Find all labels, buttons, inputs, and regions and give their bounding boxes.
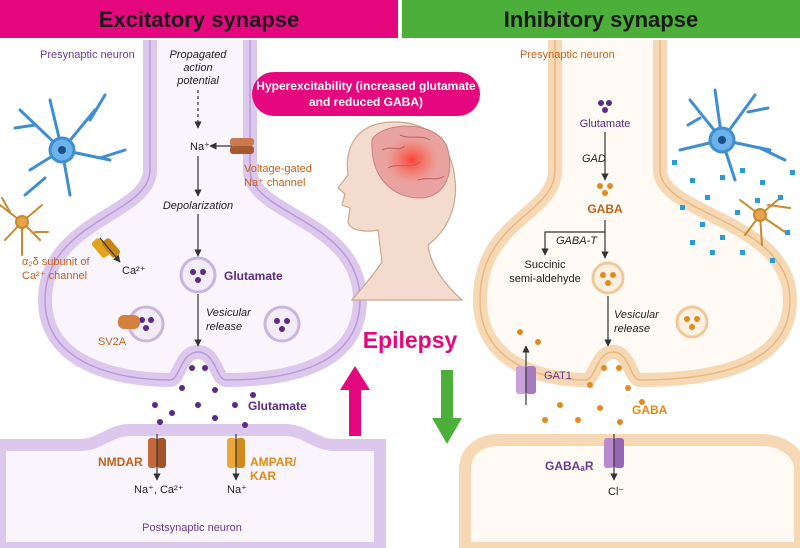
released-gaba-particles bbox=[672, 160, 795, 263]
ca-ion-label: Ca²⁺ bbox=[122, 265, 146, 277]
released-glutamate bbox=[152, 365, 256, 428]
propagated-label-1: Propagated bbox=[170, 49, 228, 61]
exc-postsynaptic-label: Postsynaptic neuron bbox=[142, 522, 242, 534]
banner-line-2: and reduced GABA) bbox=[309, 95, 423, 109]
succinic-label-2: semi-aldehyde bbox=[509, 273, 581, 285]
glutamate-vesicle-label: Glutamate bbox=[224, 269, 283, 283]
glutamate-cleft-label: Glutamate bbox=[248, 399, 307, 413]
gat1-transporter-icon bbox=[516, 366, 536, 394]
nmdar-ions-label: Na⁺, Ca²⁺ bbox=[134, 484, 184, 496]
ca-influx-arrow bbox=[99, 237, 121, 263]
excitatory-postsynaptic-membrane bbox=[0, 424, 386, 548]
nmdar-label: NMDAR bbox=[98, 455, 143, 469]
orange-neuron-icon-right bbox=[739, 197, 791, 246]
glutamate-molecule bbox=[598, 100, 612, 113]
nmdar-receptor-icon bbox=[148, 438, 166, 468]
cl-ion-label: Cl⁻ bbox=[608, 486, 624, 498]
a2d-label-1: α₂δ subunit of bbox=[22, 256, 90, 268]
glutamate-vesicle-main bbox=[179, 256, 217, 294]
propagated-label-2: action bbox=[183, 62, 212, 74]
glutamate-vesicle-right bbox=[263, 305, 301, 343]
ampar-ion-label: Na⁺ bbox=[227, 484, 247, 496]
sv2a-vesicle bbox=[118, 305, 165, 343]
ampar-label-2: KAR bbox=[250, 469, 276, 483]
inhibitory-header: Inhibitory synapse bbox=[402, 0, 800, 38]
ampar-receptor-icon bbox=[227, 438, 245, 468]
vg-channel-label-1: Voltage-gated bbox=[244, 163, 312, 175]
inh-glutamate-label: Glutamate bbox=[580, 118, 631, 130]
gad-label: GAD bbox=[582, 153, 606, 165]
ca-channel-icon bbox=[91, 238, 121, 258]
depolarization-label: Depolarization bbox=[163, 200, 233, 212]
gaba-molecule bbox=[597, 183, 613, 196]
a2d-label-2: Ca²⁺ channel bbox=[22, 270, 87, 282]
sv2a-label: SV2A bbox=[98, 336, 127, 348]
ampar-label-1: AMPAR/ bbox=[250, 455, 297, 469]
hyperexcitability-banner: Hyperexcitability (increased glutamate a… bbox=[252, 72, 480, 116]
excitatory-title: Excitatory synapse bbox=[99, 7, 300, 32]
exc-vesicular-label-1: Vesicular bbox=[206, 307, 252, 319]
released-gaba bbox=[517, 329, 645, 425]
gaba-label-top: GABA bbox=[587, 202, 623, 216]
excitatory-header: Excitatory synapse bbox=[0, 0, 398, 38]
inhibitory-presynaptic-membrane bbox=[472, 40, 798, 388]
increase-arrow-icon bbox=[340, 366, 370, 436]
gabaar-receptor-icon bbox=[604, 438, 624, 468]
gaba-vesicle-right bbox=[675, 305, 709, 339]
banner-line-1: Hyperexcitability (increased glutamate bbox=[256, 79, 476, 93]
inh-vesicular-label-2: release bbox=[614, 323, 650, 335]
exc-vesicular-label-2: release bbox=[206, 321, 242, 333]
decrease-arrow-icon bbox=[432, 370, 462, 444]
propagated-label-3: potential bbox=[176, 75, 219, 87]
gabaar-label: GABAₐR bbox=[545, 459, 594, 473]
vg-channel-label-2: Na⁺ channel bbox=[244, 177, 305, 189]
epilepsy-label: Epilepsy bbox=[363, 327, 458, 353]
exc-presynaptic-label: Presynaptic neuron bbox=[40, 49, 135, 61]
head-profile-icon bbox=[337, 121, 464, 301]
na-ion-label: Na⁺ bbox=[190, 141, 210, 153]
blue-neuron-icon-left bbox=[13, 93, 127, 197]
inhibitory-postsynaptic-membrane bbox=[459, 434, 800, 548]
succinic-label-1: Succinic bbox=[525, 259, 566, 271]
excitatory-presynaptic-membrane bbox=[37, 40, 368, 388]
gabat-label: GABA-T bbox=[556, 235, 598, 247]
gaba-cleft-label: GABA bbox=[632, 403, 668, 417]
inhibitory-title: Inhibitory synapse bbox=[504, 7, 698, 32]
voltage-gated-na-channel-icon bbox=[230, 138, 254, 154]
blue-neuron-icon-right bbox=[678, 88, 787, 182]
gabat-arrow bbox=[541, 220, 606, 256]
gat1-label: GAT1 bbox=[544, 370, 572, 382]
inh-presynaptic-label: Presynaptic neuron bbox=[520, 49, 615, 61]
inh-vesicular-label-1: Vesicular bbox=[614, 309, 660, 321]
gaba-vesicle-main bbox=[591, 261, 625, 295]
orange-neuron-icon-left bbox=[0, 197, 49, 256]
